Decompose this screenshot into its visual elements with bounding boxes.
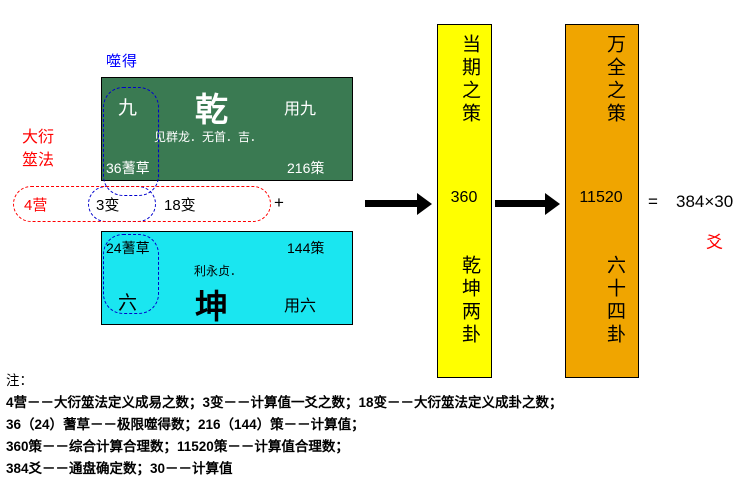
- yao-unit-label: 爻: [706, 233, 723, 252]
- orange-column-top-text: 万全之策: [604, 34, 625, 126]
- orange-column: [565, 24, 639, 378]
- arrow-1: [365, 193, 433, 215]
- kun-right-label: 用六: [284, 298, 317, 315]
- qian-subtitle: 见群龙．无首．吉．: [154, 130, 263, 144]
- bian-18-label: 18变: [164, 197, 196, 214]
- dayan-method-label: 大衍 筮法: [22, 126, 54, 172]
- dayan-line-2: 筮法: [22, 152, 55, 169]
- notes-line-1: 4营－－大衍筮法定义成易之数；3变－－计算值一爻之数；18变－－大衍筮法定义成卦…: [6, 395, 563, 410]
- dayan-line-1: 大衍: [22, 129, 55, 146]
- orange-column-number: 11520: [579, 189, 623, 206]
- equals-sign: =: [648, 192, 658, 211]
- notes-line-3: 360策－－综合计算合理数；11520策－－计算值合理数；: [6, 439, 349, 454]
- qian-right-label: 用九: [284, 101, 317, 118]
- yellow-column: [437, 24, 492, 378]
- red-dashed-outline: [13, 186, 271, 222]
- blue-dashed-outline-upper: [103, 87, 159, 196]
- notes-line-2: 36（24）蓍草－－极限噬得数；216（144）策－－计算值；: [6, 417, 365, 432]
- kun-top-right: 144策: [287, 240, 325, 256]
- orange-column-bottom-text: 六十四卦: [604, 255, 625, 347]
- arrow-2-body: [495, 200, 547, 207]
- qian-bottom-left: 36蓍草: [106, 160, 150, 176]
- notes-line-4: 384爻－－通盘确定数；30－－计算值: [6, 461, 233, 476]
- blue-dashed-outline-lower: [103, 234, 159, 314]
- qian-title: 乾: [195, 91, 228, 128]
- arrow-1-body: [365, 200, 419, 207]
- yellow-column-top-text: 当期之策: [459, 34, 480, 126]
- result-value: 384×30: [676, 192, 734, 211]
- yellow-column-number: 360: [450, 189, 478, 206]
- notes-heading: 注：: [6, 373, 33, 388]
- arrow-1-head: [417, 193, 432, 215]
- shide-label: 噬得: [106, 53, 139, 70]
- ying-4-label: 4营: [24, 197, 48, 214]
- yellow-column-bottom-text: 乾坤两卦: [459, 255, 480, 347]
- plus-sign: +: [274, 193, 284, 212]
- kun-title: 坤: [195, 288, 228, 325]
- arrow-2-head: [545, 193, 560, 215]
- bian-3-label: 3变: [96, 197, 120, 214]
- arrow-2: [495, 193, 563, 215]
- kun-subtitle: 利永贞．: [194, 264, 243, 278]
- qian-bottom-right: 216策: [287, 160, 325, 176]
